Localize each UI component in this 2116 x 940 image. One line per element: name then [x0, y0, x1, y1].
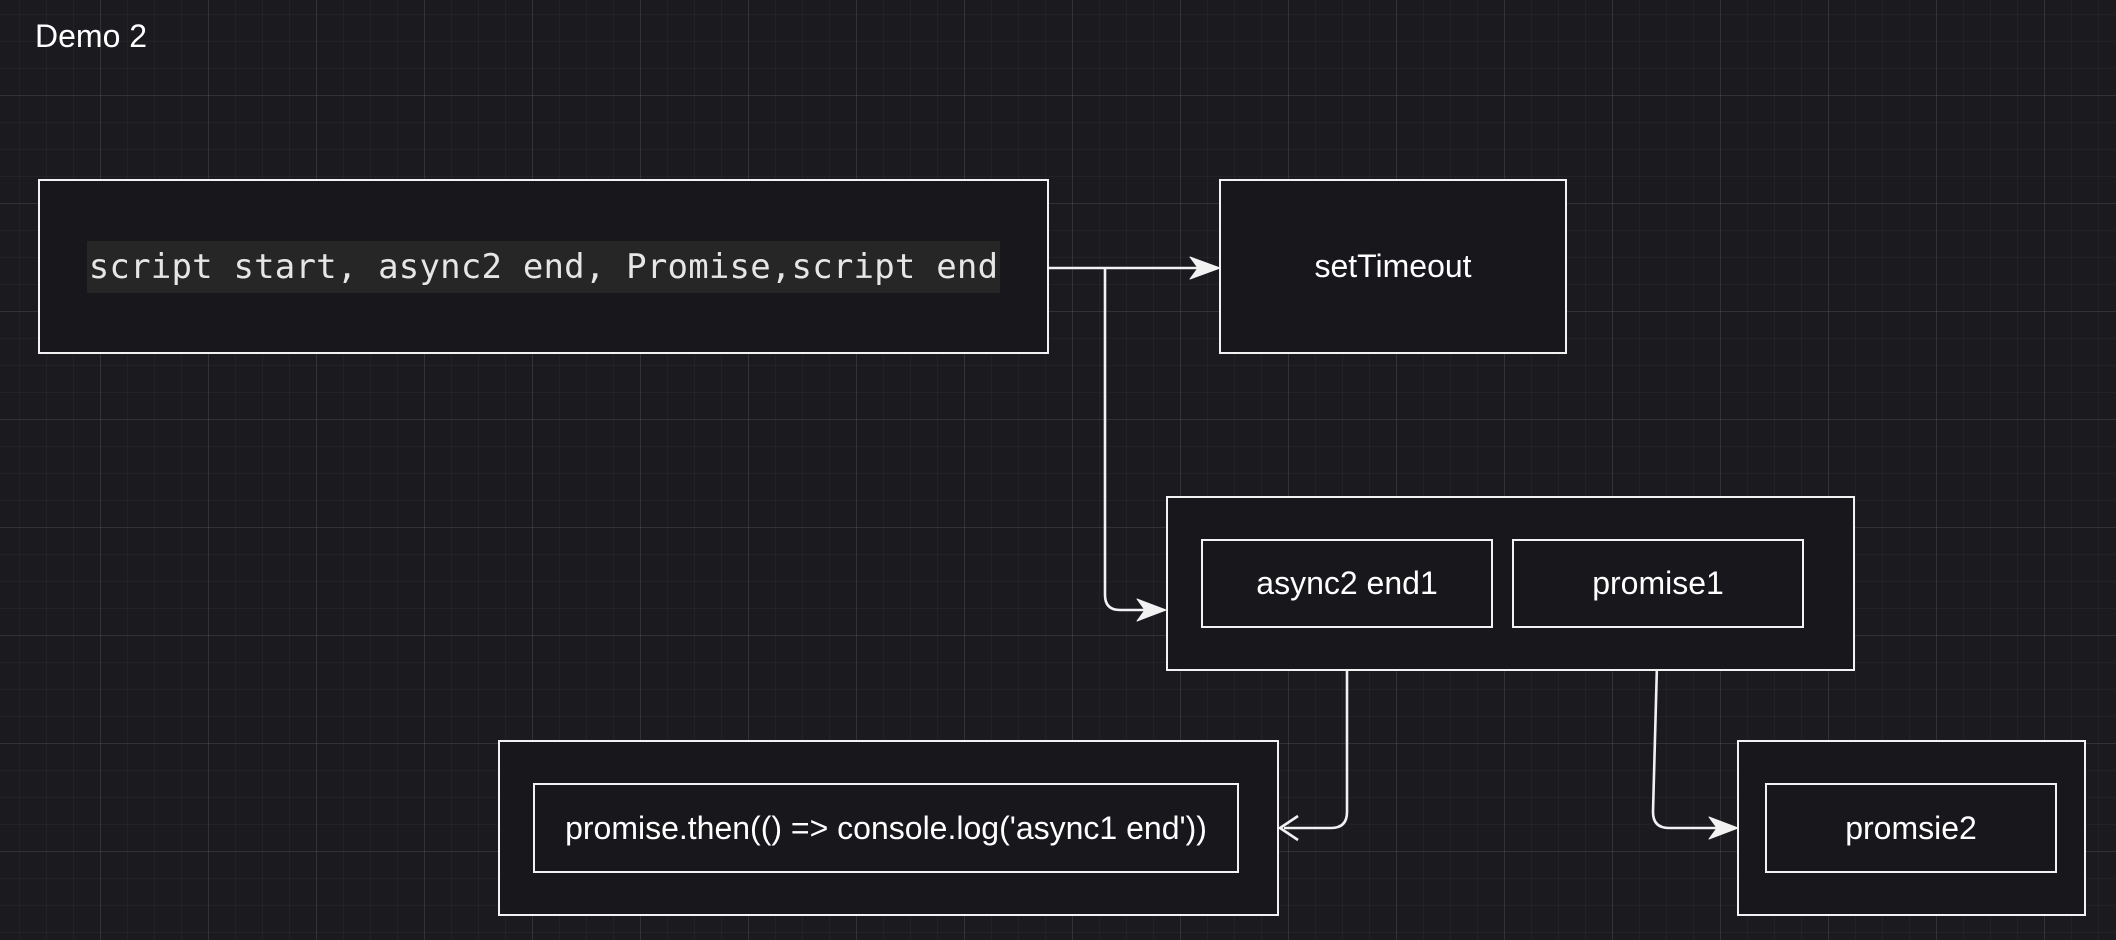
async2-end1-node[interactable]: async2 end1 [1201, 539, 1493, 628]
promsie2-node[interactable]: promsie2 [1765, 783, 2057, 873]
edge-sync-to-microtask-group [1103, 268, 1150, 612]
promsie2-label: promsie2 [1845, 809, 1977, 846]
promise-then-label: promise.then(() => console.log('async1 e… [565, 809, 1207, 846]
settimeout-label: setTimeout [1314, 248, 1472, 284]
arrowhead-microtask-group [1136, 598, 1167, 622]
page-title: Demo 2 [35, 18, 148, 54]
edge-promise1-to-promsie2 [1651, 626, 1722, 830]
async2-end1-label: async2 end1 [1256, 565, 1438, 601]
arrowhead-then [1277, 814, 1299, 842]
sync-output-node[interactable]: script start, async2 end, Promise,script… [38, 179, 1049, 354]
settimeout-node[interactable]: setTimeout [1219, 179, 1567, 354]
arrowhead-promsie2 [1708, 816, 1739, 840]
promise1-label: promise1 [1592, 565, 1724, 601]
arrowhead-settimeout [1189, 256, 1221, 280]
edge-async2-to-then [1284, 627, 1349, 830]
promise-then-node[interactable]: promise.then(() => console.log('async1 e… [533, 783, 1239, 873]
sync-output-label: script start, async2 end, Promise,script… [86, 240, 1001, 293]
promise1-node[interactable]: promise1 [1512, 539, 1804, 628]
